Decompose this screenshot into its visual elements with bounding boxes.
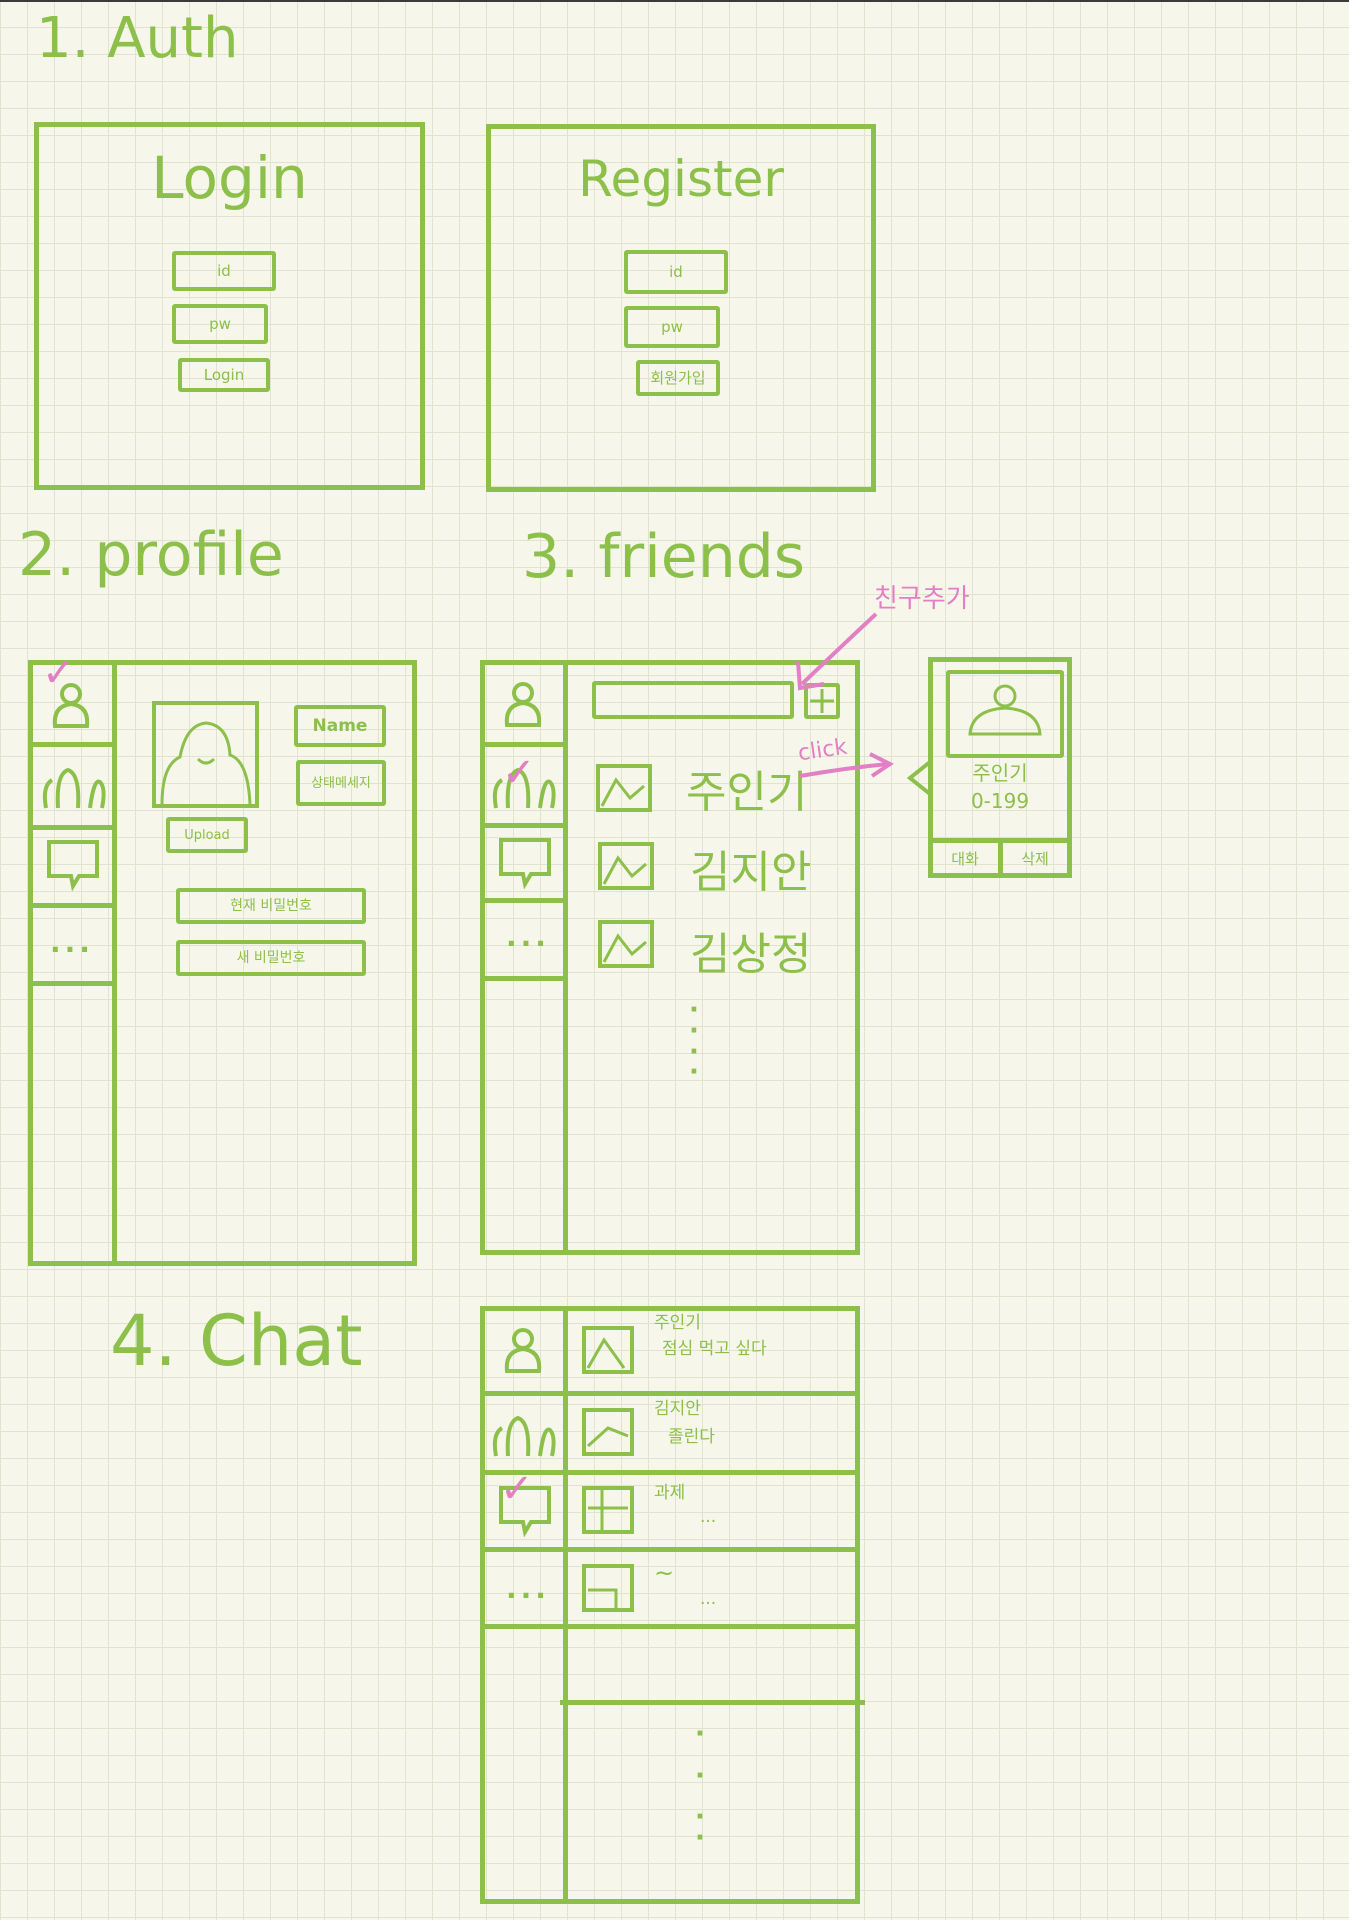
friend-name[interactable]: 김상정	[690, 929, 812, 980]
chat-room-name[interactable]: 과제	[654, 1483, 686, 1503]
friends-icon[interactable]	[36, 752, 112, 816]
profile-avatar	[152, 701, 259, 808]
person-icon[interactable]	[492, 1320, 554, 1380]
chat-frame	[480, 1306, 860, 1904]
chat-last-message: ...	[700, 1589, 717, 1609]
selected-check-mark: ✓	[500, 1466, 534, 1512]
login-pw-input[interactable]: pw	[172, 304, 268, 344]
person-icon[interactable]	[492, 674, 554, 734]
section-chat-title: 4. Chat	[110, 1300, 363, 1382]
friends-sidebar-sep-2	[480, 823, 566, 828]
friend-avatar-icon	[594, 914, 658, 974]
chat-room-avatar-icon	[578, 1482, 638, 1538]
chat-room-avatar-icon	[578, 1404, 638, 1460]
chat-room-avatar-icon	[578, 1560, 638, 1616]
profile-frame	[28, 660, 417, 1266]
chat-row-sep-1	[480, 1391, 860, 1396]
chat-row-sep-2	[480, 1470, 860, 1475]
friends-sidebar-sep-3	[480, 898, 566, 903]
profile-sidebar-sep-4	[28, 981, 117, 986]
section-auth-title: 1. Auth	[36, 6, 239, 71]
friends-frame	[480, 660, 860, 1255]
chat-room-name[interactable]: ~	[654, 1559, 675, 1587]
friends-sidebar-sep-1	[480, 742, 566, 747]
chat-icon[interactable]	[492, 1480, 558, 1540]
profile-sidebar-sep-3	[28, 903, 117, 908]
chat-icon[interactable]	[40, 834, 106, 894]
popup-chat-button[interactable]: 대화	[951, 849, 979, 868]
register-pw-input[interactable]: pw	[624, 306, 720, 348]
chat-room-avatar-icon	[578, 1322, 638, 1378]
list-continues-dots: ····	[695, 1719, 705, 1853]
friend-name[interactable]: 김지안	[690, 847, 812, 898]
more-icon[interactable]: ...	[506, 919, 550, 953]
register-id-input[interactable]: id	[624, 250, 728, 294]
friends-icon[interactable]	[486, 1400, 562, 1464]
login-title: Login	[151, 144, 308, 212]
person-icon[interactable]	[40, 676, 102, 734]
login-button[interactable]: Login	[178, 358, 270, 392]
popup-avatar	[946, 670, 1064, 758]
friend-avatar-icon	[592, 758, 656, 818]
list-continues-dots: ····	[689, 995, 699, 1088]
friend-avatar-icon	[594, 836, 658, 896]
login-frame	[34, 122, 425, 490]
chat-sidebar-divider	[563, 1306, 568, 1904]
friends-sidebar-sep-4	[480, 976, 566, 981]
chat-room-name[interactable]: 김지안	[654, 1399, 701, 1419]
popup-id: 0-199	[970, 789, 1030, 813]
popup-pointer	[906, 760, 932, 796]
selected-check-mark: ✓	[42, 650, 76, 696]
login-id-input[interactable]: id	[172, 251, 276, 291]
current-password-field[interactable]: 현재 비밀번호	[176, 888, 366, 924]
chat-room-name[interactable]: 주인기	[654, 1313, 701, 1333]
top-border-line	[0, 0, 1349, 2]
add-friend-annotation: 친구추가	[874, 584, 970, 614]
register-title: Register	[578, 150, 784, 208]
section-profile-title: 2. profile	[18, 520, 284, 590]
friend-search-input[interactable]	[592, 681, 794, 719]
selected-check-mark: ✓	[502, 750, 536, 796]
upload-button[interactable]: Upload	[166, 817, 248, 853]
chat-last-message: 졸린다	[668, 1427, 715, 1447]
friend-name[interactable]: 주인기	[686, 767, 808, 818]
chat-icon[interactable]	[492, 832, 558, 892]
chat-row-sep-5	[560, 1700, 865, 1705]
friends-icon[interactable]	[486, 752, 562, 816]
name-field[interactable]: Name	[294, 705, 386, 747]
friends-sidebar-divider	[563, 660, 568, 1255]
profile-sidebar-sep-2	[28, 825, 117, 830]
status-message-field[interactable]: 상태메세지	[296, 760, 386, 806]
new-password-field[interactable]: 새 비밀번호	[176, 940, 366, 976]
chat-row-sep-3	[480, 1547, 860, 1552]
annotation-arrow-add	[796, 612, 878, 691]
chat-last-message: ...	[700, 1507, 717, 1527]
more-icon[interactable]: ...	[506, 1571, 550, 1605]
register-button[interactable]: 회원가입	[636, 360, 720, 396]
profile-sidebar-sep-1	[28, 742, 117, 747]
popup-delete-button[interactable]: 삭제	[1021, 849, 1049, 868]
section-friends-title: 3. friends	[522, 522, 806, 592]
profile-sidebar-divider	[112, 660, 117, 1266]
chat-row-sep-4	[480, 1624, 860, 1629]
annotation-arrow-click	[799, 752, 894, 778]
register-frame	[486, 124, 876, 492]
more-icon[interactable]: ...	[50, 925, 94, 959]
popup-name: 주인기	[972, 761, 1028, 785]
chat-last-message: 점심 먹고 싶다	[662, 1339, 767, 1359]
popup-button-split	[998, 840, 1003, 876]
